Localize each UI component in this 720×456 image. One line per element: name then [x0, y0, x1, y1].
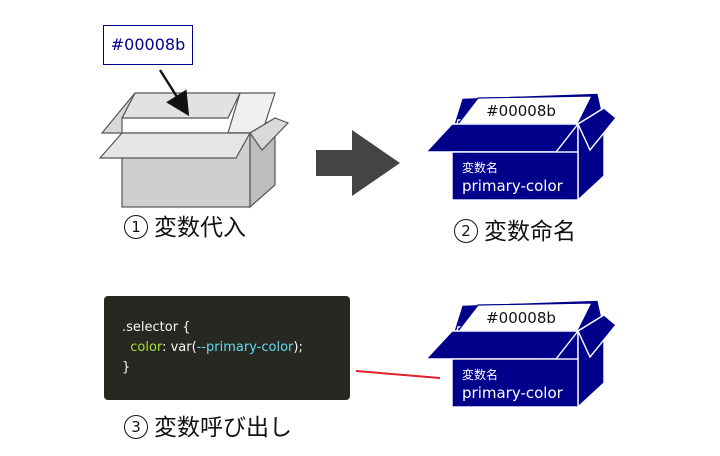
code-fn-close: );: [293, 340, 303, 355]
code-block: .selector { color: var(--primary-color);…: [104, 296, 350, 400]
step-2-number: 2: [454, 219, 478, 243]
step-3-text: 変数呼び出し: [154, 415, 292, 441]
box3-var-label: 変数名: [462, 367, 498, 382]
code-property: color: [130, 340, 163, 355]
step-1-number: 1: [124, 215, 148, 239]
step-3-number: 3: [124, 415, 148, 439]
color-value-tag: #00008b: [103, 25, 193, 65]
box2-var-name: primary-color: [462, 177, 564, 195]
process-arrow: [316, 130, 400, 196]
box3-front-face: [451, 358, 579, 408]
step-1-text: 変数代入: [154, 215, 246, 241]
box3-front-flap: [424, 330, 580, 360]
named-box-bottom: [424, 299, 617, 409]
box1-back-flap: [121, 92, 241, 119]
assign-arrow: [158, 69, 190, 117]
box3-lid-value: #00008b: [486, 309, 556, 327]
box2-front-face: [451, 151, 579, 201]
box3-var-name: primary-color: [462, 384, 564, 402]
code-panel: .selector { color: var(--primary-color);…: [100, 292, 356, 406]
code-line-3: }: [122, 360, 131, 375]
box3-side-flap: [577, 314, 617, 359]
box2-side-flap: [577, 107, 617, 152]
box1-side-flap: [249, 117, 290, 151]
box2-lid-value: #00008b: [486, 102, 556, 120]
code-fn-open: var(: [170, 340, 197, 355]
code-variable: --primary-color: [196, 340, 294, 355]
box2-var-label: 変数名: [462, 160, 498, 175]
code-line-1: .selector {: [122, 320, 191, 335]
step-2-text: 変数命名: [484, 219, 576, 245]
box1-front-flap: [98, 132, 252, 159]
open-gray-box: [98, 92, 290, 209]
code-colon: :: [162, 340, 171, 355]
named-box-top: [424, 92, 617, 202]
box2-front-flap: [424, 123, 580, 153]
